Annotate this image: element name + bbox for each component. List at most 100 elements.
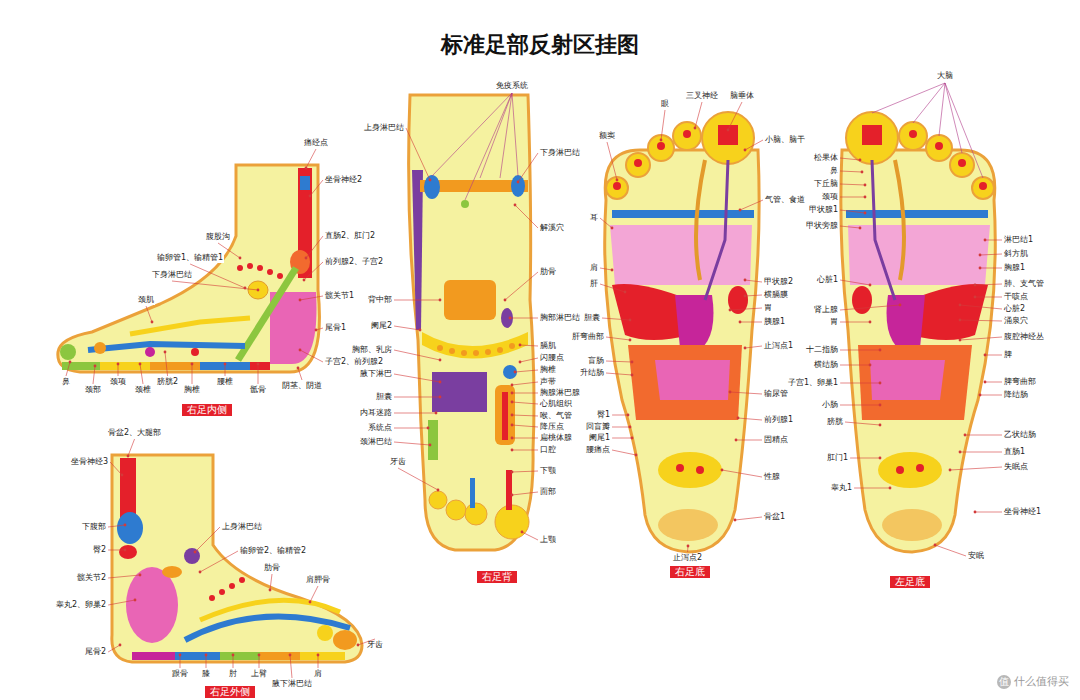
- reflex-zone-label: 降压点: [540, 422, 564, 432]
- reflex-zone-label: 甲状旁腺: [806, 221, 838, 231]
- leader-dot: [297, 367, 300, 370]
- leader-dot: [737, 417, 740, 420]
- lateral-foot: [260, 652, 300, 660]
- leader-line: [512, 450, 538, 451]
- sole-foot: [628, 345, 742, 420]
- lateral-foot: [132, 652, 175, 660]
- leader-dot: [309, 601, 312, 604]
- reflex-zone-label: 斜方肌: [1004, 249, 1028, 259]
- leader-dot: [879, 349, 882, 352]
- leader-line: [730, 392, 762, 394]
- reflex-zone-label: 臀2: [93, 545, 106, 555]
- reflex-zone-label: 直肠2、肛门2: [325, 231, 375, 241]
- leader-line: [722, 470, 762, 477]
- reflex-zone-label: 胸腺1: [1004, 263, 1025, 273]
- sole-foot: [613, 182, 621, 190]
- leader-dot: [514, 204, 517, 207]
- leader-line: [93, 366, 95, 384]
- leader-dot: [511, 494, 514, 497]
- reflex-zone-label: 膝: [202, 669, 210, 679]
- sole-foot: [657, 142, 665, 150]
- leader-dot: [419, 329, 422, 332]
- reflex-zone-label: 颈项: [822, 192, 838, 202]
- leader-dot: [124, 524, 127, 527]
- reflex-zone-label: 甲状腺2: [764, 277, 793, 287]
- leader-dot: [317, 654, 320, 657]
- reflex-zone-label: 系统点: [368, 423, 392, 433]
- leader-dot: [357, 644, 360, 647]
- leader-dot: [439, 381, 442, 384]
- medial-foot: [60, 344, 76, 360]
- reflex-zone-label: 面部: [540, 487, 556, 497]
- leader-line: [512, 382, 538, 385]
- leader-dot: [511, 384, 514, 387]
- leader-line: [515, 370, 538, 372]
- leader-dot: [164, 351, 167, 354]
- leader-line: [520, 345, 538, 346]
- leader-dot: [739, 209, 742, 212]
- leader-line: [172, 281, 258, 290]
- leader-line: [840, 184, 865, 185]
- dorsal-foot: [422, 332, 528, 359]
- leader-line: [190, 264, 245, 288]
- leader-dot: [69, 361, 72, 364]
- leader-line: [850, 458, 880, 459]
- leader-dot: [139, 574, 142, 577]
- medial-foot: [130, 318, 250, 334]
- reflex-zone-label: 下丘脑: [814, 179, 838, 189]
- leader-dot: [439, 396, 442, 399]
- dorsal-foot: [470, 478, 475, 508]
- leader-dot: [299, 299, 302, 302]
- leader-line: [290, 655, 292, 678]
- reflex-zone-label: 安眠: [968, 551, 984, 561]
- leader-dot: [729, 391, 732, 394]
- leader-dot: [974, 284, 977, 287]
- reflex-zone-label: 尾骨1: [325, 323, 346, 333]
- leader-line: [512, 393, 538, 394]
- leader-line: [180, 655, 181, 668]
- reflex-zone-label: 淋巴结1: [1004, 235, 1033, 245]
- reflex-zone-label: 腰椎: [217, 377, 233, 387]
- dorsal-foot: [503, 365, 517, 379]
- leader-line: [512, 492, 538, 495]
- leader-dot: [964, 434, 967, 437]
- leader-line: [985, 355, 1002, 356]
- reflex-zone-label: 升结肠: [580, 368, 604, 378]
- leader-dot: [239, 257, 242, 260]
- reflex-zone-label: 鼻: [62, 377, 70, 387]
- leader-line: [840, 226, 860, 228]
- dorsal-foot: [461, 200, 469, 208]
- dorsal-foot: [412, 170, 423, 330]
- view-label: 右足内侧: [187, 404, 227, 415]
- leader-line: [661, 110, 665, 140]
- leader-dot: [864, 196, 867, 199]
- leader-dot: [631, 437, 634, 440]
- leader-line: [394, 397, 440, 398]
- sole-foot: [658, 452, 722, 488]
- dorsal-foot: [511, 175, 525, 197]
- leader-line: [304, 262, 323, 280]
- reflex-zone-label: 甲状腺1: [809, 205, 838, 215]
- leader-dot: [744, 279, 747, 282]
- reflex-zone-label: 上身淋巴结: [364, 123, 404, 133]
- leader-line: [854, 488, 890, 489]
- leader-dot: [439, 359, 442, 362]
- medial-foot: [277, 273, 283, 279]
- reflex-zone-label: 胆囊: [584, 313, 600, 323]
- medial-foot: [94, 342, 106, 354]
- leader-line: [736, 440, 762, 441]
- medial-foot: [238, 268, 296, 360]
- leader-dot: [439, 299, 442, 302]
- dorsal-foot: [446, 500, 466, 520]
- leader-line: [607, 142, 617, 180]
- reflex-zone-label: 气管、食道: [765, 195, 805, 205]
- reflex-zone-label: 免疫系统: [496, 81, 528, 91]
- watermark-icon: 值: [997, 675, 1011, 689]
- leader-dot: [984, 239, 987, 242]
- leader-line: [980, 268, 1002, 269]
- leader-line: [512, 438, 538, 439]
- leader-line: [612, 415, 628, 416]
- leader-dot: [437, 489, 440, 492]
- reflex-zone-label: 胆囊: [376, 392, 392, 402]
- leader-dot: [959, 319, 962, 322]
